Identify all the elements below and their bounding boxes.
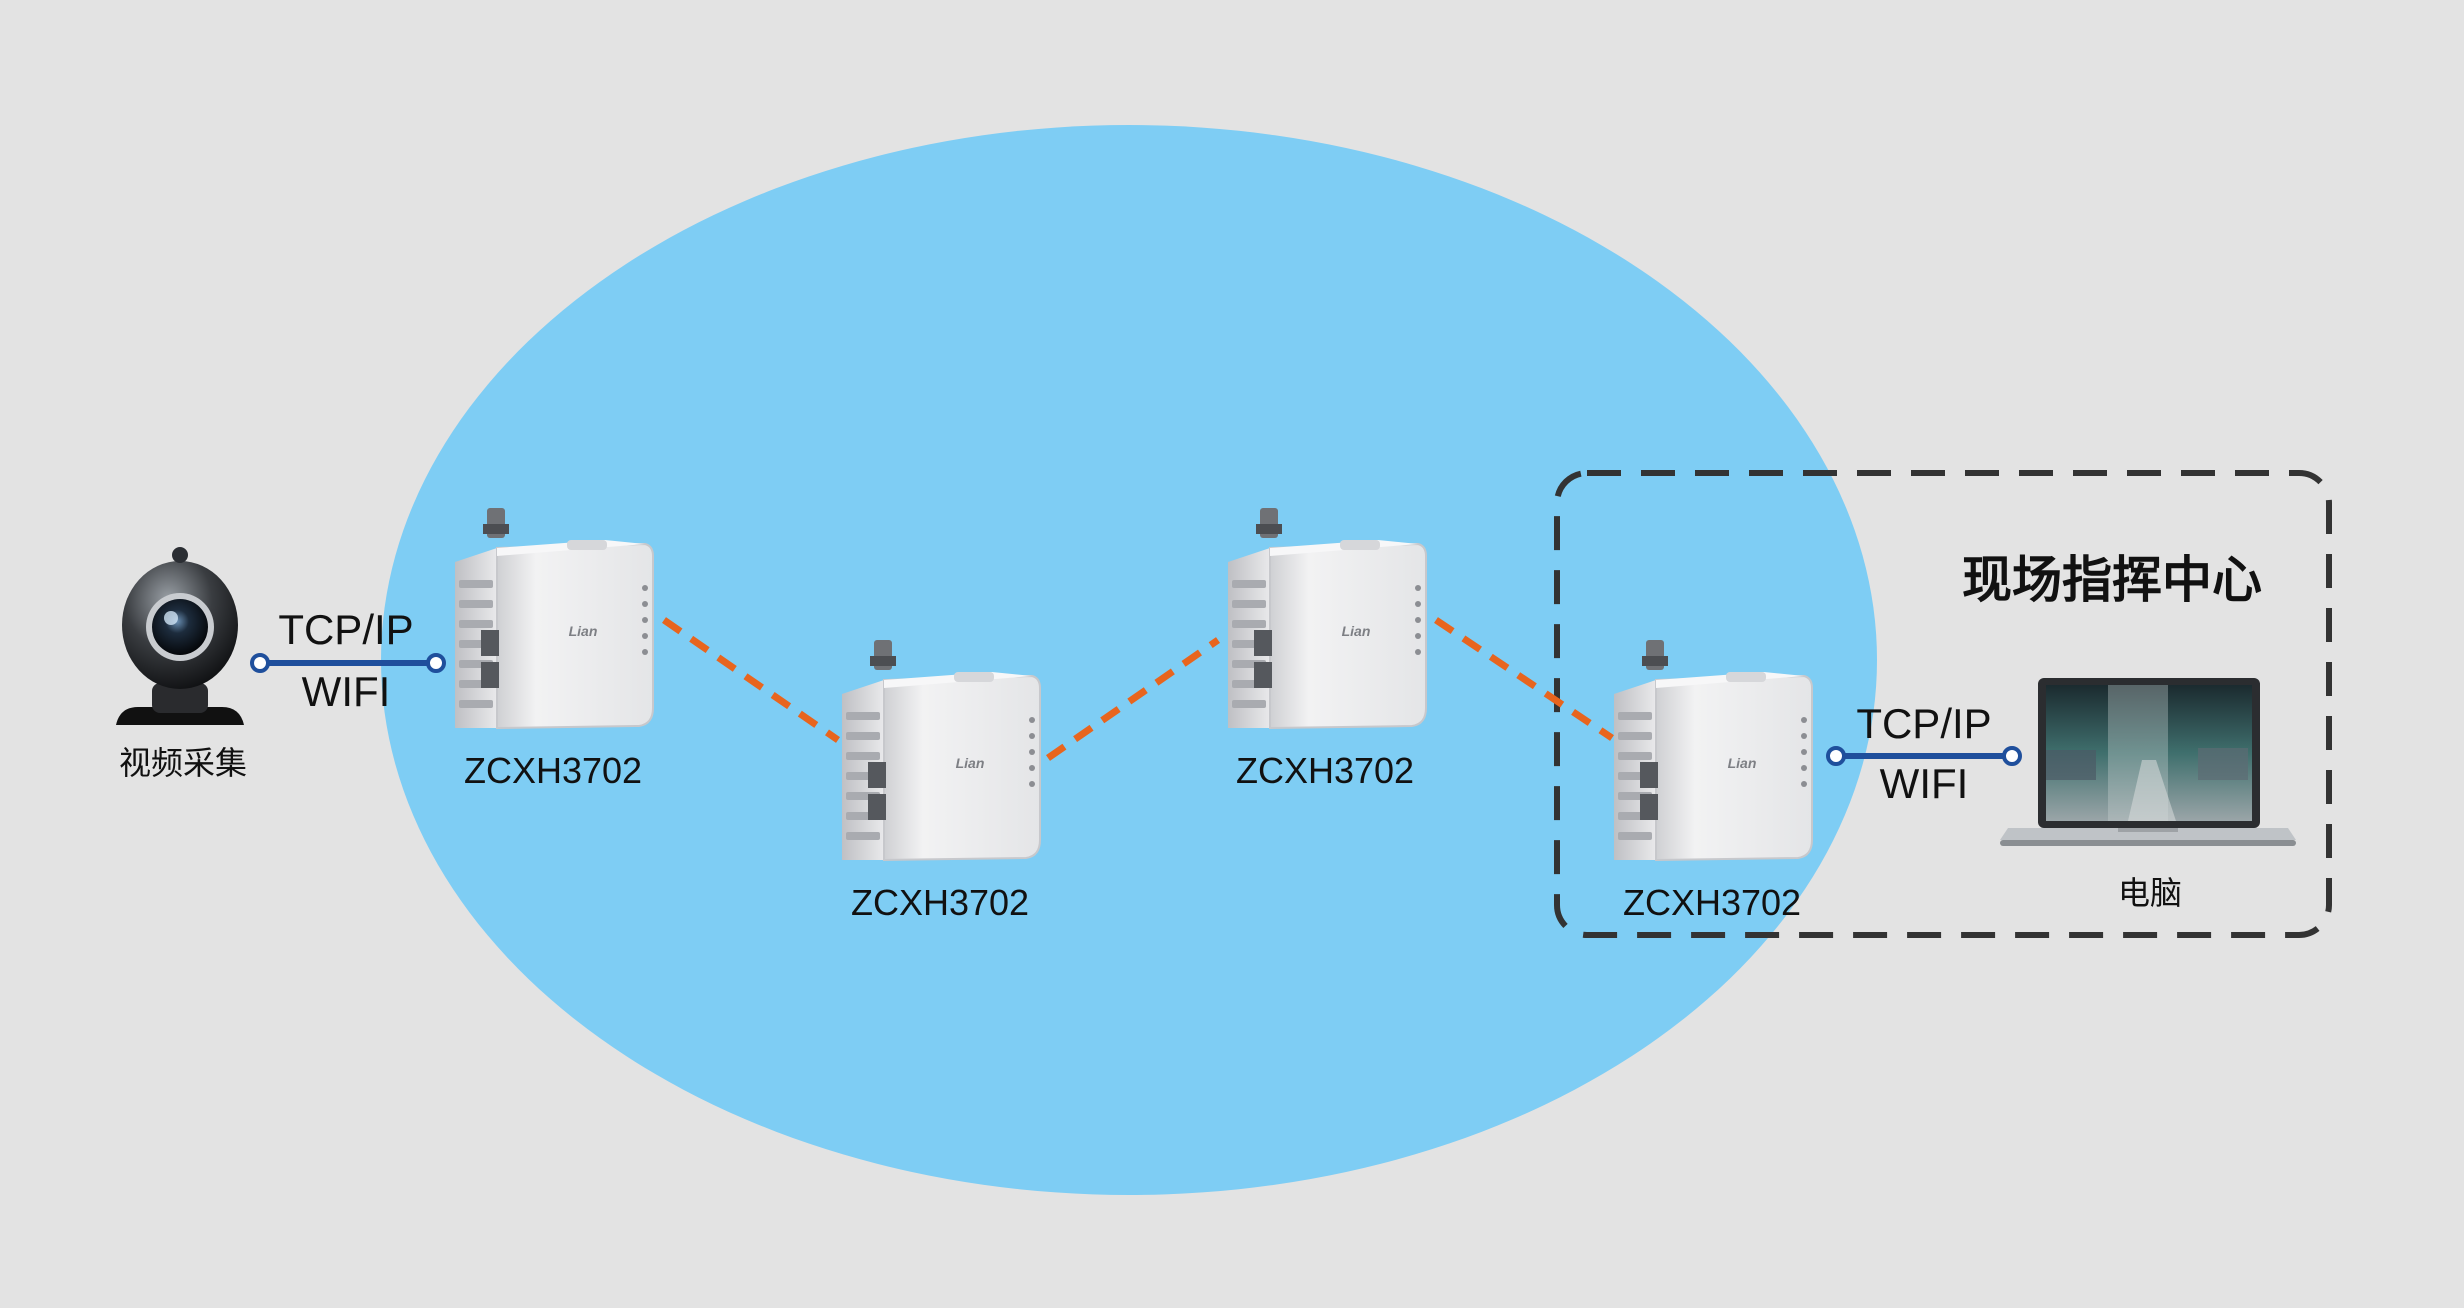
wired-link-left bbox=[250, 653, 446, 673]
router-device-2-brand: Lian bbox=[956, 755, 985, 771]
device-4-label: ZCXH3702 bbox=[1622, 882, 1802, 923]
mesh-links bbox=[662, 617, 1614, 761]
laptop-icon bbox=[2000, 678, 2296, 846]
device-3-label: ZCXH3702 bbox=[1235, 750, 1415, 791]
mesh-link-1-2 bbox=[662, 617, 840, 743]
device-2-label: ZCXH3702 bbox=[850, 882, 1030, 923]
link-left-protocol: TCP/IP bbox=[278, 606, 414, 653]
router-device-3: Lian bbox=[1228, 508, 1427, 730]
router-device-4: Lian bbox=[1614, 640, 1813, 862]
mesh-link-3-4 bbox=[1434, 617, 1614, 741]
router-device-1-brand: Lian bbox=[569, 623, 598, 639]
router-device-3-brand: Lian bbox=[1342, 623, 1371, 639]
link-right-medium: WIFI bbox=[1879, 760, 1969, 807]
camera-caption: 视频采集 bbox=[118, 744, 248, 782]
computer-caption: 电脑 bbox=[2117, 874, 2183, 912]
router-device-4-brand: Lian bbox=[1728, 755, 1757, 771]
device-1-label: ZCXH3702 bbox=[463, 750, 643, 791]
link-right-protocol: TCP/IP bbox=[1856, 700, 1992, 747]
wired-link-right bbox=[1826, 746, 2022, 766]
link-left-medium: WIFI bbox=[301, 668, 391, 715]
webcam-icon bbox=[116, 547, 244, 725]
router-device-2: Lian bbox=[842, 640, 1041, 862]
network-coverage-zone bbox=[381, 125, 1877, 1195]
router-device-1: Lian bbox=[455, 508, 654, 730]
command-center-title: 现场指挥中心 bbox=[1962, 551, 2262, 609]
mesh-link-2-3 bbox=[1046, 637, 1220, 761]
